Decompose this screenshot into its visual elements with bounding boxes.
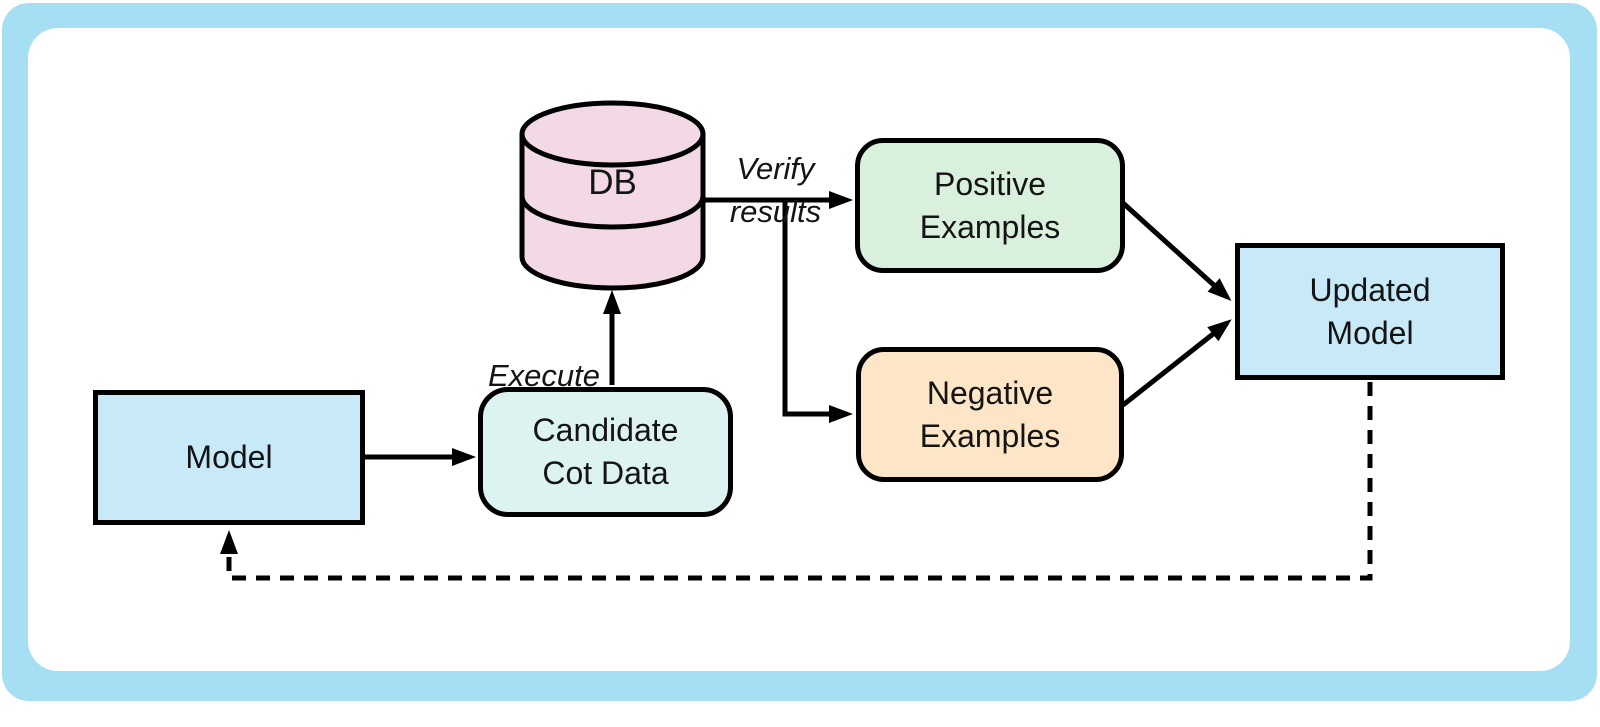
negative-examples-label: Negative Examples	[919, 374, 1061, 454]
arrow-positive-to-updated	[1121, 201, 1232, 302]
updated-model-label: Updated Model	[1309, 271, 1431, 351]
db-label-text: DB	[588, 163, 637, 202]
model-label: Model	[185, 439, 273, 475]
database-band	[519, 195, 706, 230]
execute-edge-label: Execute	[420, 311, 600, 397]
db-node-label: DB	[522, 162, 703, 204]
database-icon	[519, 100, 706, 291]
verify-results-label-text: Verify results	[729, 151, 822, 229]
positive-examples-label: Positive Examples	[919, 165, 1061, 245]
candidate-cot-data-label: Candidate Cot Data	[532, 412, 679, 491]
verify-results-edge-label: Verify results	[698, 104, 853, 233]
positive-examples-node: Positive Examples	[855, 138, 1125, 273]
model-node: Model	[93, 390, 365, 525]
candidate-cot-data-node: Candidate Cot Data	[478, 387, 733, 517]
execute-label-text: Execute	[487, 358, 600, 393]
updated-model-node: Updated Model	[1235, 243, 1505, 380]
arrow-updated-to-model-feedback	[220, 382, 1373, 581]
database-top	[519, 100, 706, 168]
arrow-db-to-negative	[782, 200, 853, 423]
database-body	[519, 134, 706, 291]
negative-examples-node: Negative Examples	[856, 347, 1124, 482]
arrow-negative-to-updated	[1121, 319, 1232, 407]
